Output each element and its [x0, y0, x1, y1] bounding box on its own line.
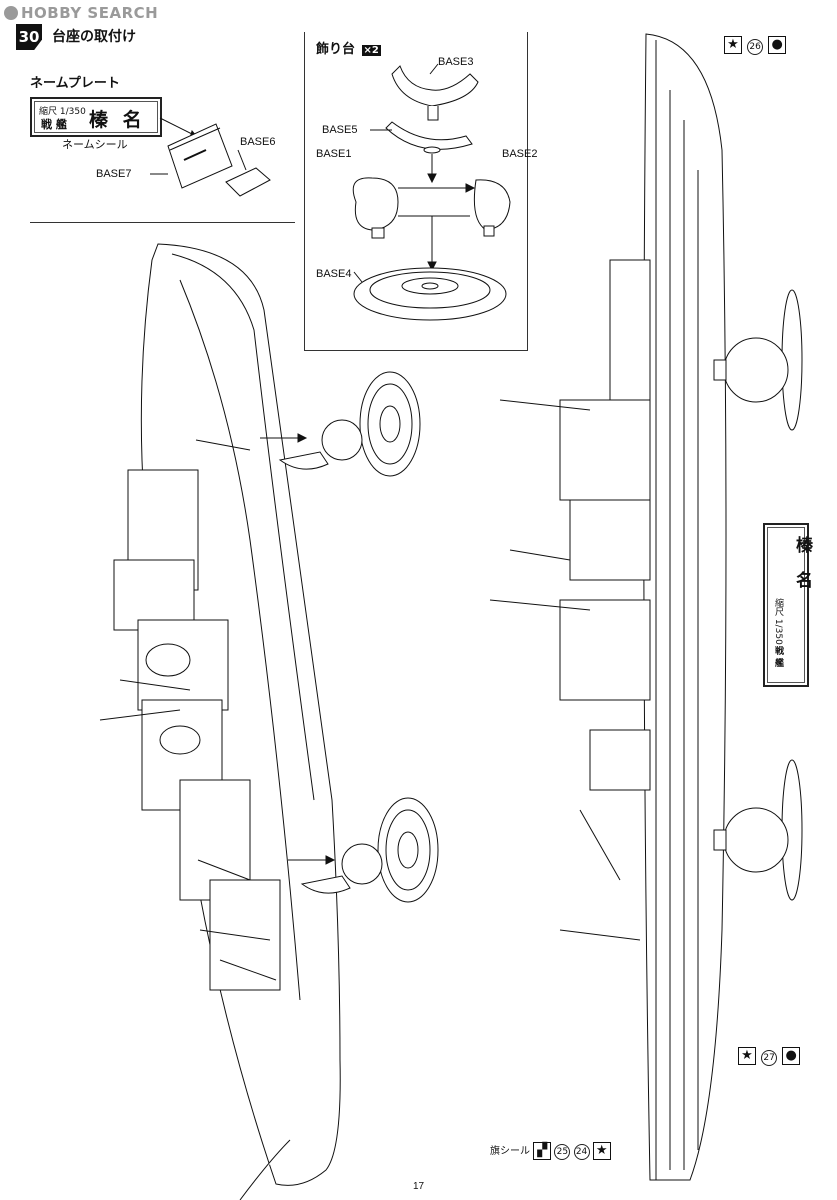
- side-plate-type: 戦 艦: [773, 646, 783, 668]
- bottom-flag-callout: 旗シール ▞ 25 24 ★: [490, 1142, 611, 1160]
- base4-label: BASE4: [316, 268, 352, 280]
- part-number: 26: [747, 39, 764, 55]
- base6-label: BASE6: [240, 136, 276, 148]
- star-icon: ★: [738, 1046, 756, 1065]
- nameplate-parts-diagram: [150, 117, 271, 197]
- page-number: 17: [412, 1181, 425, 1192]
- flag-seal-label: 旗シール: [490, 1146, 530, 1157]
- section-divider: [30, 222, 295, 223]
- stand-heading-text: 飾り台: [316, 42, 356, 57]
- circle-icon: ●: [768, 35, 787, 54]
- flag-callout-27: ★ 27 ●: [738, 1045, 801, 1066]
- base1-label: BASE1: [316, 148, 352, 160]
- ship-perspective-drawing: [99, 243, 439, 1200]
- part-number: 24: [573, 1144, 590, 1160]
- plate-type: 戦 艦: [41, 118, 67, 131]
- star-icon: ★: [592, 1142, 611, 1160]
- stand-heading: 飾り台 ×2: [316, 38, 381, 57]
- base2-label: BASE2: [502, 148, 538, 160]
- watermark-text: HOBBY SEARCH: [21, 4, 159, 22]
- base1-part: [352, 177, 399, 231]
- part-number: 25: [554, 1144, 571, 1160]
- plate-name: 榛 名: [89, 109, 146, 131]
- seal-label: ネームシール: [62, 139, 128, 151]
- base6-part: [225, 167, 271, 197]
- logo-icon: [4, 6, 18, 20]
- base7-label: BASE7: [96, 168, 132, 180]
- base7-part: [167, 123, 233, 189]
- ship-side-view-drawing: [489, 33, 803, 1181]
- plate-scale: 縮尺 1/350: [39, 107, 86, 117]
- flag-callout-26: ★ 26 ●: [724, 34, 787, 55]
- base3-label: BASE3: [438, 56, 474, 68]
- base5-label: BASE5: [322, 124, 358, 136]
- side-nameplate: 榛 名 縮尺 1/350 戦 艦: [763, 523, 812, 687]
- checker-flag-icon: ▞: [533, 1142, 552, 1160]
- nameplate-illustration: 縮尺 1/350 戦 艦 榛 名: [30, 97, 162, 137]
- star-icon: ★: [724, 35, 742, 54]
- stand-box: [304, 32, 528, 351]
- base5-part: [385, 121, 473, 150]
- quantity-badge: ×2: [361, 45, 381, 56]
- base3-part: [391, 65, 479, 107]
- side-plate-scale: 縮尺 1/350: [773, 598, 783, 645]
- circle-icon: ●: [782, 1046, 801, 1065]
- watermark: HOBBY SEARCH: [4, 4, 158, 22]
- part-number: 27: [761, 1050, 778, 1066]
- nameplate-heading: ネームプレート: [30, 76, 120, 91]
- step-title: 台座の取付け: [52, 29, 136, 45]
- base2-part: [473, 179, 511, 231]
- stand-exploded-diagram: [352, 63, 511, 321]
- side-plate-name: 榛 名: [792, 536, 812, 594]
